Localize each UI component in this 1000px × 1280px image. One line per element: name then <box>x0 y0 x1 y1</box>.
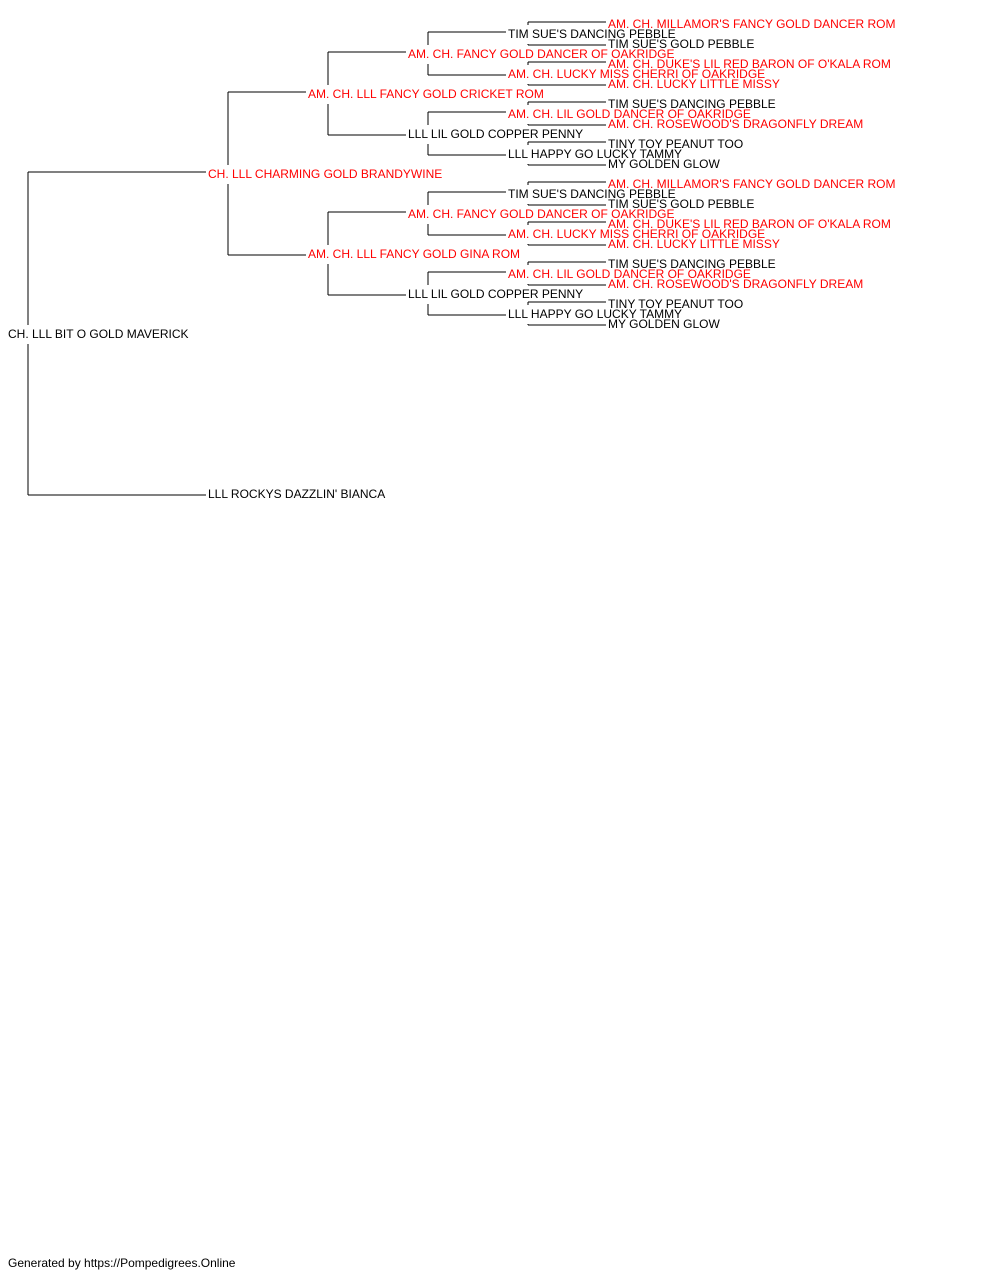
ancestor-name: AM. CH. LLL FANCY GOLD CRICKET ROM <box>308 87 544 101</box>
ancestor-name: TINY TOY PEANUT TOO <box>608 137 743 151</box>
ancestor-name: TIM SUE'S GOLD PEBBLE <box>608 37 754 51</box>
ancestor-name: AM. CH. LUCKY MISS CHERRI OF OAKRIDGE <box>508 227 765 241</box>
ancestor-name: AM. CH. LUCKY LITTLE MISSY <box>608 237 780 251</box>
ancestor-name: AM. CH. DUKE'S LIL RED BARON OF O'KALA R… <box>608 57 891 71</box>
ancestor-name: LLL HAPPY GO LUCKY TAMMY <box>508 147 682 161</box>
ancestor-name: CH. LLL CHARMING GOLD BRANDYWINE <box>208 167 442 181</box>
subject-dog-name: CH. LLL BIT O GOLD MAVERICK <box>8 327 189 341</box>
ancestor-name: AM. CH. MILLAMOR'S FANCY GOLD DANCER ROM <box>608 17 895 31</box>
ancestor-name: TIM SUE'S GOLD PEBBLE <box>608 197 754 211</box>
ancestor-name: AM. CH. LIL GOLD DANCER OF OAKRIDGE <box>508 267 751 281</box>
ancestor-name: TINY TOY PEANUT TOO <box>608 297 743 311</box>
ancestor-name: AM. CH. LLL FANCY GOLD GINA ROM <box>308 247 520 261</box>
ancestor-name: MY GOLDEN GLOW <box>608 317 720 331</box>
ancestor-name: LLL LIL GOLD COPPER PENNY <box>408 287 583 301</box>
ancestor-name: AM. CH. ROSEWOOD'S DRAGONFLY DREAM <box>608 117 863 131</box>
ancestor-name: AM. CH. ROSEWOOD'S DRAGONFLY DREAM <box>608 277 863 291</box>
footer-credit: Generated by https://Pompedigrees.Online <box>8 1256 236 1270</box>
ancestor-name: AM. CH. FANCY GOLD DANCER OF OAKRIDGE <box>408 207 674 221</box>
ancestor-name: AM. CH. LIL GOLD DANCER OF OAKRIDGE <box>508 107 751 121</box>
ancestor-name: TIM SUE'S DANCING PEBBLE <box>608 97 776 111</box>
ancestor-name: LLL ROCKYS DAZZLIN' BIANCA <box>208 487 385 501</box>
ancestor-name: LLL HAPPY GO LUCKY TAMMY <box>508 307 682 321</box>
ancestor-name: TIM SUE'S DANCING PEBBLE <box>508 187 676 201</box>
ancestor-name: TIM SUE'S DANCING PEBBLE <box>608 257 776 271</box>
ancestor-name: AM. CH. MILLAMOR'S FANCY GOLD DANCER ROM <box>608 177 895 191</box>
ancestor-name: AM. CH. LUCKY MISS CHERRI OF OAKRIDGE <box>508 67 765 81</box>
ancestor-name: AM. CH. DUKE'S LIL RED BARON OF O'KALA R… <box>608 217 891 231</box>
ancestor-name: MY GOLDEN GLOW <box>608 157 720 171</box>
ancestor-name: AM. CH. FANCY GOLD DANCER OF OAKRIDGE <box>408 47 674 61</box>
ancestor-name: TIM SUE'S DANCING PEBBLE <box>508 27 676 41</box>
ancestor-name: AM. CH. LUCKY LITTLE MISSY <box>608 77 780 91</box>
ancestor-name: LLL LIL GOLD COPPER PENNY <box>408 127 583 141</box>
